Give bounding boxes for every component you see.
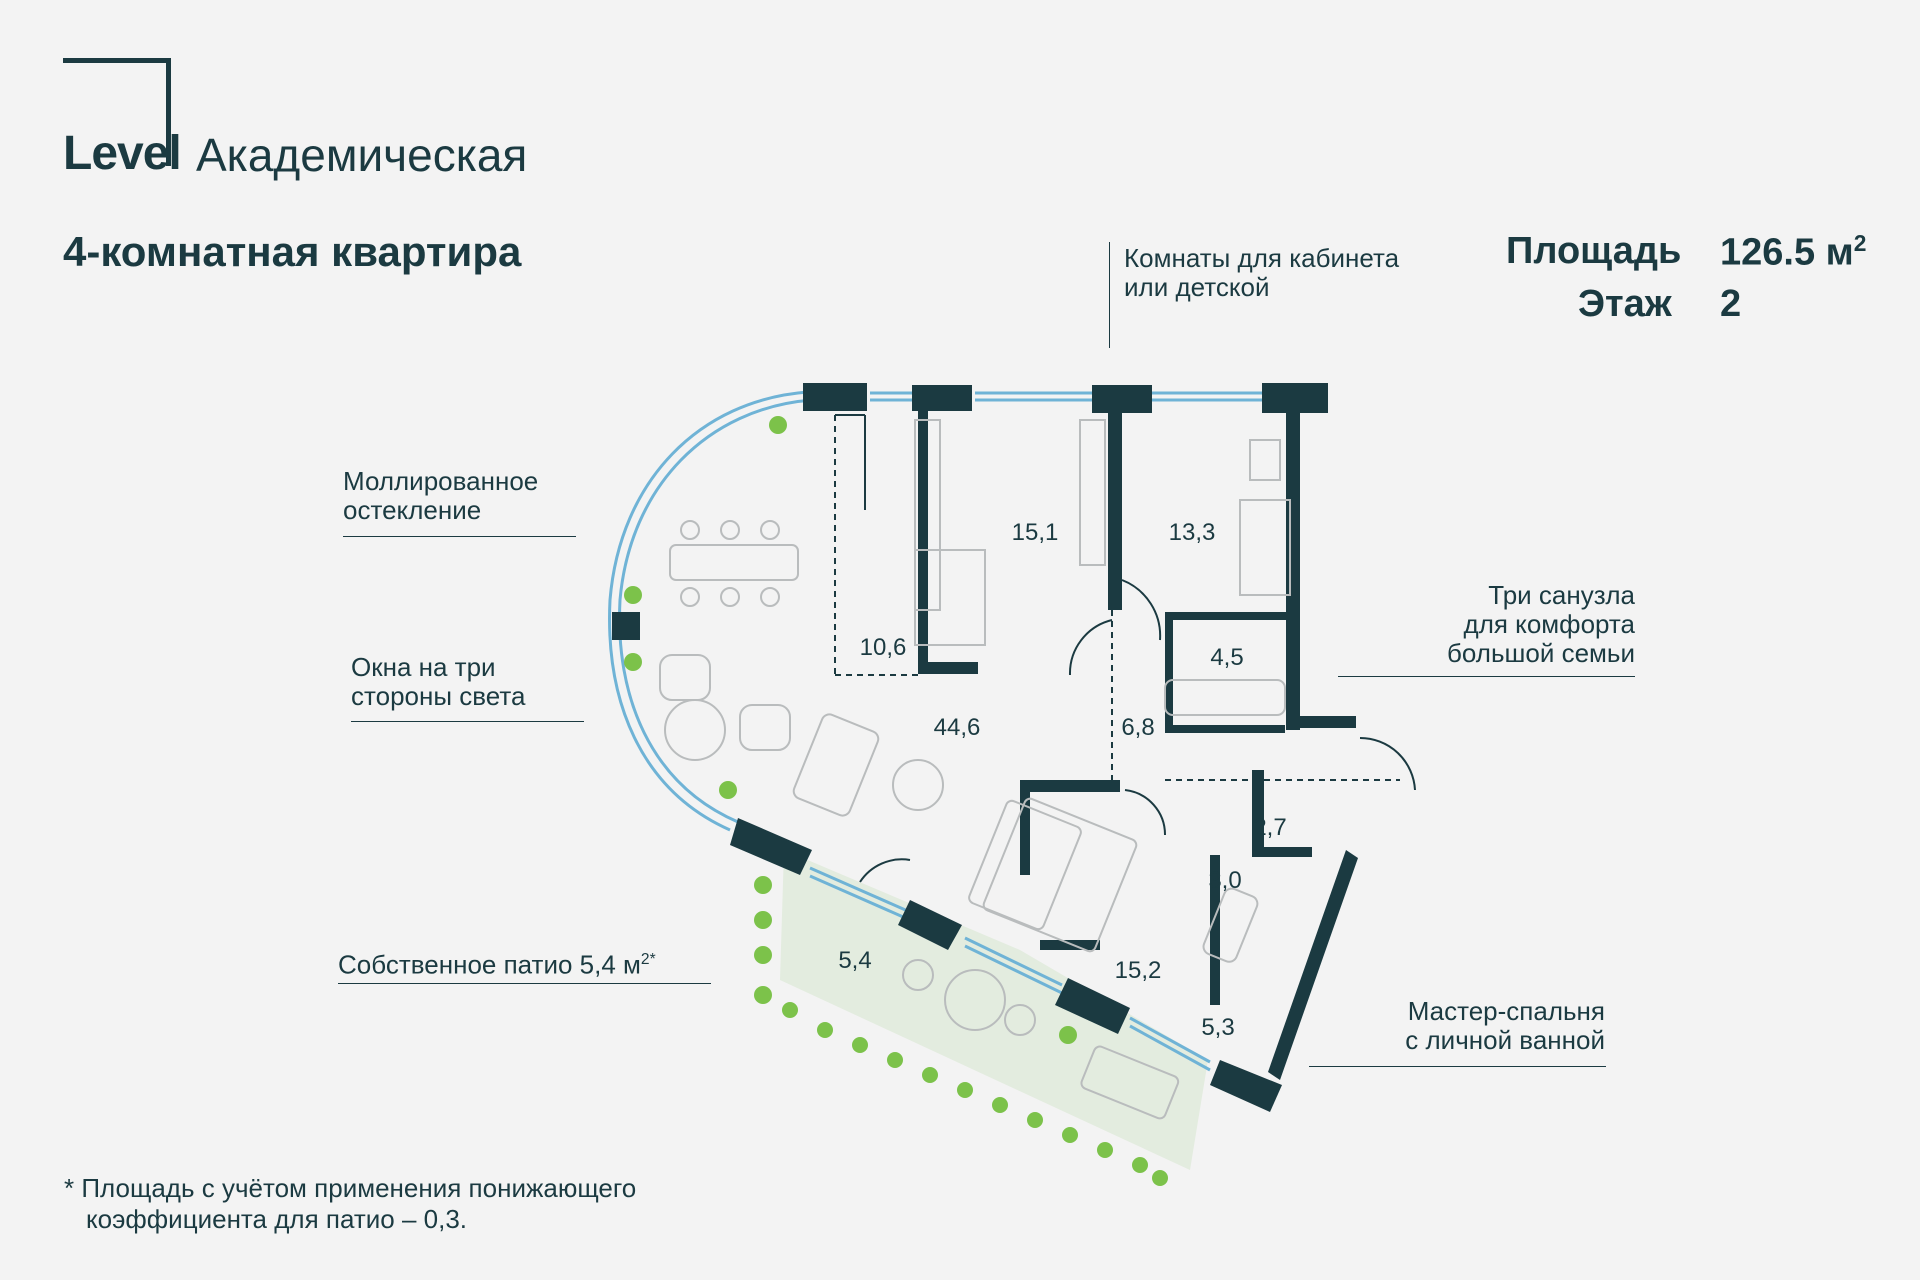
room-kitchen-area: 10,6 <box>860 634 907 661</box>
patio-callout-line <box>338 983 711 984</box>
walls <box>612 383 1358 1112</box>
area-label: Площадь <box>1506 230 1682 272</box>
footnote: * Площадь с учётом применения понижающег… <box>64 1173 637 1234</box>
furniture <box>659 419 1291 1120</box>
room-bath1-area: 4,5 <box>1210 644 1243 671</box>
room-labels: 10,6 15,1 13,3 4,5 44,6 6,8 2,7 3,0 5,4 … <box>838 519 1286 1041</box>
room-patio-area: 5,4 <box>838 947 871 974</box>
master-callout-line <box>1309 1066 1606 1067</box>
windows-callout-line <box>351 721 584 722</box>
curved-glazing <box>608 390 1262 1072</box>
room-hall-area: 6,8 <box>1121 714 1154 741</box>
plants <box>624 416 1168 1186</box>
room-bedroom1-area: 15,1 <box>1012 519 1059 546</box>
interior-lines <box>834 414 1416 883</box>
patio-area <box>780 850 1208 1170</box>
logo-mark <box>63 58 171 166</box>
study-callout-line <box>1109 242 1110 348</box>
callout-patio: Собственное патио 5,4 м2* <box>338 949 656 980</box>
glazing-callout-line <box>343 536 576 537</box>
room-bath2-area: 3,0 <box>1208 867 1241 894</box>
floor-value: 2 <box>1720 283 1742 325</box>
room-storage-area: 2,7 <box>1253 814 1286 841</box>
baths-callout-line <box>1338 676 1635 677</box>
area-value: 126.5 м2 <box>1720 230 1867 274</box>
floor-label: Этаж <box>1578 283 1672 325</box>
room-master-area: 15,2 <box>1115 957 1162 984</box>
room-living-area: 44,6 <box>934 714 981 741</box>
room-bedroom2-area: 13,3 <box>1169 519 1216 546</box>
logo-wordmark: Level <box>63 127 182 180</box>
project-name: Академическая <box>196 129 528 181</box>
room-bath3-area: 5,3 <box>1201 1014 1234 1041</box>
page-title: 4-комнатная квартира <box>63 228 522 275</box>
